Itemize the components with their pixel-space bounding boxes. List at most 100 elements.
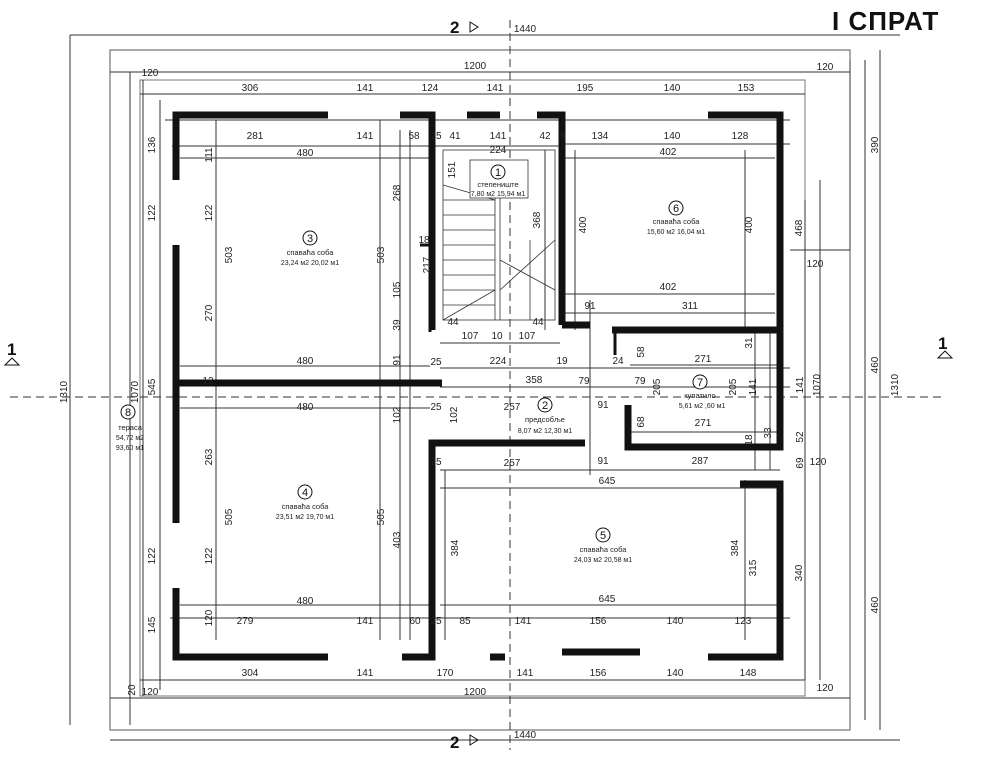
dim-left-270: 270	[204, 304, 215, 321]
dim-hall-224: 224	[490, 356, 507, 367]
dim-mid-505: 505	[376, 508, 387, 525]
dim-bath-141: 141	[748, 378, 759, 395]
room-5-name: спаваћа соба	[580, 545, 628, 554]
dim-bot-inner-2: 141	[357, 616, 374, 627]
dim-bottom-left-120: 120	[142, 687, 159, 698]
dim-right-1310: 1310	[890, 373, 901, 396]
dim-25-c: 25	[430, 457, 442, 468]
dim-mid-18: 18	[418, 235, 430, 246]
dim-bath-18: 18	[744, 434, 755, 446]
room-5-number: 5	[600, 530, 606, 542]
room-2-name: предсобље	[525, 415, 565, 424]
dim-left-136: 136	[147, 136, 158, 153]
dim-top-inner-10: 140	[664, 131, 681, 142]
dim-mid-91: 91	[392, 354, 403, 366]
dim-room6-width-bottom: 402	[660, 282, 677, 293]
dim-25-b: 25	[430, 402, 442, 413]
dim-left-145: 145	[147, 616, 158, 633]
dim-top-inner-2: 141	[357, 131, 374, 142]
room-5-area: 24,03 м2 20,58 м1	[574, 557, 632, 564]
dim-room3-width-bottom: 480	[297, 356, 314, 367]
dim-bottom-row-2: 141	[357, 668, 374, 679]
inner-walls	[420, 243, 617, 355]
dim-mid-503: 503	[376, 246, 387, 263]
room-4-number: 4	[302, 487, 308, 499]
dim-top-row-1: 306	[242, 83, 259, 94]
section-2-top-label: 2	[450, 18, 459, 37]
dim-room5-width-bottom: 645	[599, 594, 616, 605]
dim-top-inner-9: 134	[592, 131, 609, 142]
dim-right-69: 69	[795, 457, 806, 469]
dim-bath-58: 58	[636, 346, 647, 358]
room-8-area2: 93,60 м1	[116, 445, 144, 452]
dim-bath-68: 68	[636, 416, 647, 428]
dim-top-row-4: 141	[487, 83, 504, 94]
room-6-area: 15,60 м2 16,04 м1	[647, 229, 705, 236]
dim-10: 10	[491, 331, 503, 342]
dim-top-inner-7: 42	[539, 131, 551, 142]
dim-room3-width: 480	[297, 148, 314, 159]
dim-bottom-row-5: 156	[590, 668, 607, 679]
dim-top-row-7: 153	[738, 83, 755, 94]
room-1-number: 1	[495, 167, 501, 179]
room-6-number: 6	[673, 203, 679, 215]
dim-room6-height-left: 400	[578, 216, 589, 233]
dim-bath-271-top: 271	[695, 354, 712, 365]
dim-25-a: 25	[430, 357, 442, 368]
dim-top-row-6: 140	[664, 83, 681, 94]
dim-right-340: 340	[794, 564, 805, 581]
dim-top-overall: 1440	[514, 24, 537, 35]
dim-12-a: 12	[202, 376, 214, 387]
dim-mid-403: 403	[392, 531, 403, 548]
room-7-area: 5,61 м2 ,60 м1	[679, 403, 726, 410]
dim-top-row-5: 195	[577, 83, 594, 94]
dim-bottom-row-1: 304	[242, 668, 259, 679]
dim-44-b: 44	[532, 317, 544, 328]
dim-top-inner-5: 41	[449, 131, 461, 142]
room-7-number: 7	[697, 377, 703, 389]
dim-287: 287	[692, 456, 709, 467]
section-cut-lines	[10, 20, 945, 750]
section-2-bottom-label: 2	[450, 733, 459, 752]
dim-bath-33: 33	[763, 427, 774, 439]
dim-right-141: 141	[795, 376, 806, 393]
dim-right-1070: 1070	[812, 373, 823, 396]
dim-right-120-a: 120	[807, 259, 824, 270]
dim-left-1070: 1070	[130, 380, 141, 403]
dim-bottom-row-7: 148	[740, 668, 757, 679]
room-3-area: 23,24 м2 20,02 м1	[281, 260, 339, 267]
dim-91-a: 91	[584, 301, 596, 312]
room-2-number: 2	[542, 400, 548, 412]
dim-top-row-3: 124	[422, 83, 439, 94]
dim-left-1310: 1310	[59, 380, 70, 403]
dim-bottom-inner: 1200	[464, 687, 487, 698]
dim-right-460-a: 460	[870, 356, 881, 373]
dim-top-inner: 1200	[464, 61, 487, 72]
dim-left-122-a: 122	[147, 204, 158, 221]
staircase	[442, 149, 556, 321]
room-7-name: купатило	[684, 391, 715, 400]
dim-257-a: 257	[504, 402, 521, 413]
dim-91-b: 91	[597, 400, 609, 411]
dim-right-315: 315	[748, 559, 759, 576]
room-1-area: 7,80 м2 15,94 м1	[471, 191, 525, 198]
section-1-right-label: 1	[938, 334, 947, 353]
room-4-name: спаваћа соба	[282, 502, 330, 511]
dim-bath-271-bottom: 271	[695, 418, 712, 429]
dim-right-52: 52	[795, 431, 806, 443]
dim-bottom-row-6: 140	[667, 668, 684, 679]
dim-room3-height: 503	[224, 246, 235, 263]
room-8-number: 8	[125, 407, 131, 419]
dim-left-20: 20	[127, 684, 138, 696]
room-6-name: спаваћа соба	[653, 217, 701, 226]
frame-lines	[69, 34, 900, 741]
room-3-name: спаваћа соба	[287, 248, 335, 257]
section-markers	[3, 21, 954, 746]
dim-bot-inner-9: 123	[735, 616, 752, 627]
dim-stair-width: 224	[490, 145, 507, 156]
room-1-name: степениште	[477, 180, 518, 189]
dim-bot-inner-4: 25	[430, 616, 442, 627]
dim-358: 358	[526, 375, 543, 386]
dim-left-122-b: 122	[147, 547, 158, 564]
dim-room4-height: 505	[224, 508, 235, 525]
